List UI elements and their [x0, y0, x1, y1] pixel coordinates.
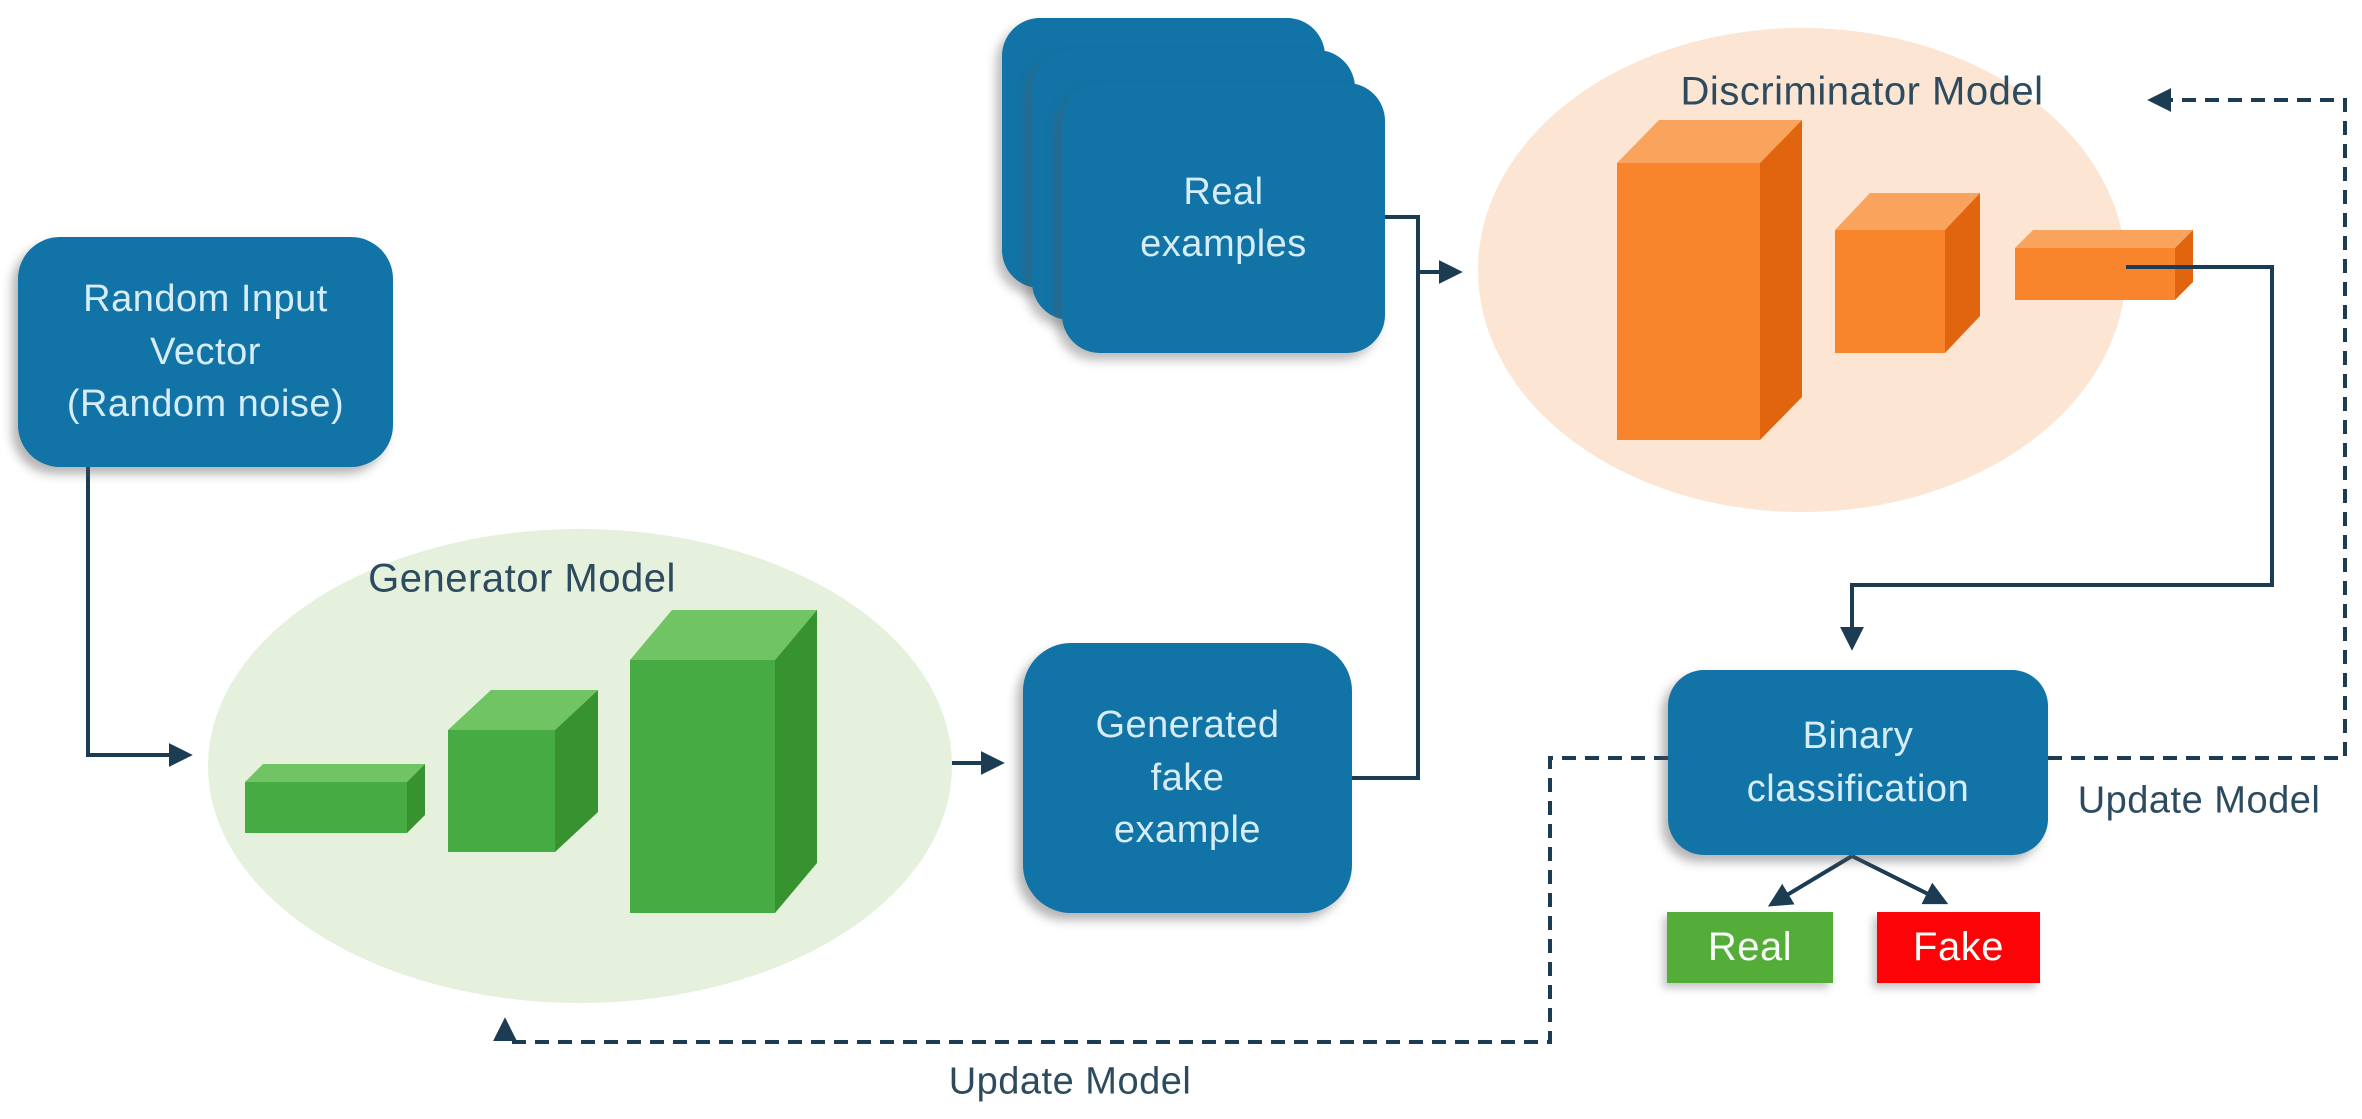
random-input-vector-label: Random Input Vector (Random noise) [66, 278, 345, 426]
discriminator-bar-medium-icon [1835, 193, 1980, 353]
generator-bar-medium-icon [448, 690, 598, 852]
discriminator-bar-tall-icon [1617, 120, 1802, 440]
update-model-discriminator-label: Update Model [2077, 779, 2321, 822]
generated-fake-example-node: Generated fake example [1023, 643, 1352, 913]
fake-output-label: Fake [1913, 925, 2004, 969]
feedback-update-generator [493, 756, 1668, 1044]
update-model-generator-label: Update Model [948, 1060, 1192, 1103]
discriminator-bar-small-icon [2015, 230, 2193, 300]
connector-binary-to-real [1767, 854, 1854, 907]
generator-bar-tall-icon [630, 610, 817, 913]
real-output-label: Real [1707, 925, 1793, 969]
fake-output-badge: Fake [1877, 912, 2040, 983]
connector-random-to-generator [86, 467, 193, 767]
real-output-badge: Real [1667, 912, 1833, 983]
binary-classification-label: Binary classification [1746, 715, 1970, 810]
random-input-vector-node: Random Input Vector (Random noise) [18, 237, 393, 467]
real-examples-node: Real examples [1062, 83, 1385, 353]
connector-real-and-fake-junction [1352, 215, 1420, 780]
feedback-update-discriminator [2048, 88, 2347, 760]
generator-bar-small-icon [245, 764, 425, 833]
real-examples-label: Real examples [1140, 170, 1307, 265]
generated-fake-example-label: Generated fake example [1095, 704, 1280, 852]
generator-model-title: Generator Model [368, 556, 676, 601]
connector-discriminator-to-binary [1840, 265, 2274, 651]
binary-classification-node: Binary classification [1668, 670, 2048, 855]
discriminator-model-title: Discriminator Model [1680, 69, 2044, 114]
connector-binary-to-fake [1851, 854, 1949, 905]
